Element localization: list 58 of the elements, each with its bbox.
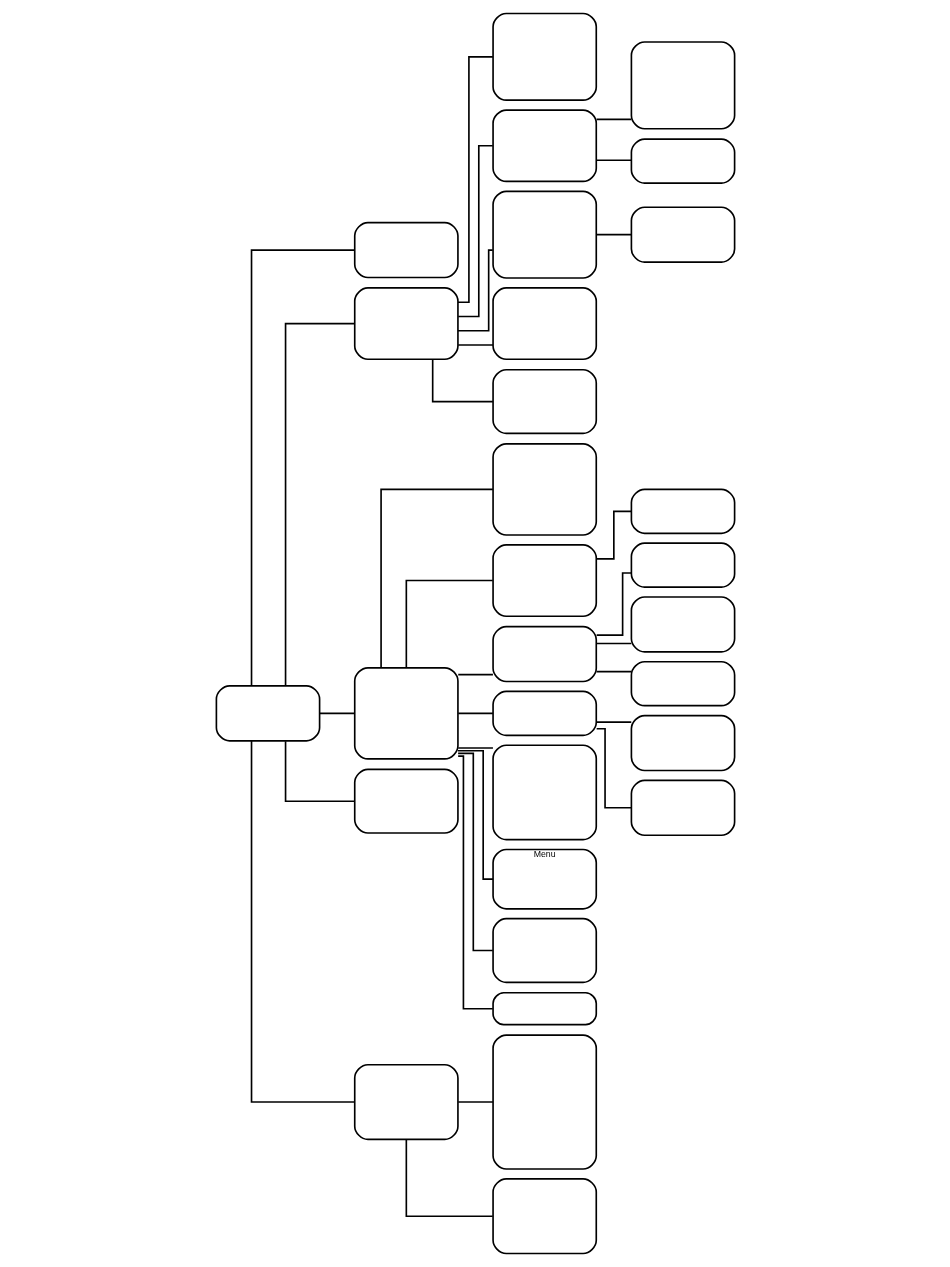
connector xyxy=(456,344,494,346)
connector xyxy=(284,740,355,803)
connector xyxy=(595,233,632,236)
node-box xyxy=(491,287,597,361)
connector xyxy=(595,159,632,162)
connector xyxy=(431,358,494,403)
node-box xyxy=(491,544,597,618)
node-box xyxy=(491,991,597,1026)
connector xyxy=(456,56,494,304)
node-box xyxy=(491,690,597,737)
connector xyxy=(379,488,494,669)
node-box xyxy=(353,287,459,361)
connector xyxy=(595,642,632,645)
connector xyxy=(595,727,632,809)
connector xyxy=(250,740,355,1103)
node-box: Menu xyxy=(491,848,597,910)
node-box xyxy=(491,443,597,536)
connector xyxy=(595,670,632,673)
connector xyxy=(284,322,355,687)
connector xyxy=(456,144,494,318)
connector xyxy=(595,118,632,121)
connector xyxy=(595,572,632,636)
connector xyxy=(456,249,494,332)
connector xyxy=(405,1138,494,1218)
node-box xyxy=(630,596,735,653)
node-box xyxy=(491,1034,597,1170)
node-box xyxy=(491,1178,597,1255)
connector xyxy=(456,752,494,952)
connector xyxy=(456,755,494,1010)
node-box xyxy=(491,744,597,841)
node-box xyxy=(630,542,735,588)
connector xyxy=(250,249,355,687)
node-box xyxy=(630,41,735,130)
connector xyxy=(456,749,494,880)
node-box xyxy=(491,190,597,279)
node-box xyxy=(353,768,459,834)
connector xyxy=(405,579,494,669)
connector xyxy=(456,673,494,676)
node-box xyxy=(353,221,459,279)
connector xyxy=(456,1101,494,1103)
node-box xyxy=(491,12,597,101)
node-box xyxy=(630,779,735,837)
node-box xyxy=(491,917,597,984)
node-box xyxy=(353,1063,459,1141)
node-box xyxy=(630,488,735,535)
connector xyxy=(595,721,632,723)
node-box xyxy=(630,714,735,772)
connector xyxy=(456,747,494,749)
connector xyxy=(318,712,355,715)
node-box xyxy=(630,206,735,263)
node-box xyxy=(630,660,735,707)
node-box xyxy=(215,685,320,742)
node-box xyxy=(491,109,597,183)
connector xyxy=(456,712,494,715)
node-box xyxy=(630,138,735,184)
node-box xyxy=(353,667,459,760)
node-box xyxy=(491,368,597,435)
node-box xyxy=(491,625,597,683)
